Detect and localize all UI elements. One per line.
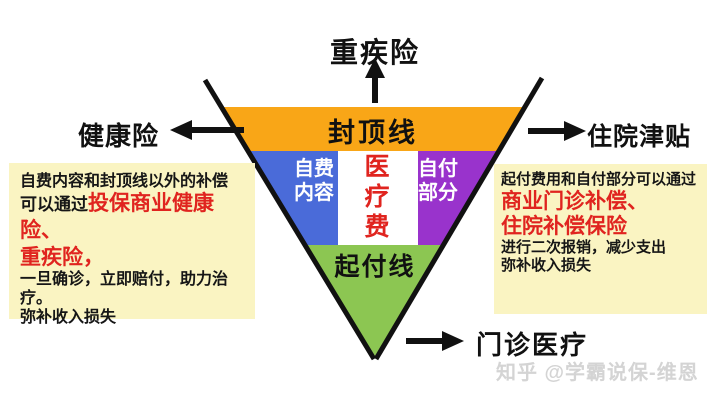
zhihu-watermark: 知乎 @学霸说保-维恩: [496, 362, 699, 384]
cap-line-label: 封顶线: [328, 118, 418, 148]
left-note-line4: 一旦确诊，立即赔付，助力治疗。: [20, 271, 229, 307]
cap-line-band: [221, 107, 525, 151]
right-note-line1: 起付费用和自付部分可以通过: [501, 171, 697, 188]
medical-fee-label: 医疗费: [364, 153, 390, 241]
right-note-line4: 进行二次报销，减少支出: [501, 239, 667, 256]
left-note-line2-red: 投保商业健康险、: [20, 192, 214, 242]
left-arrow-icon: [170, 120, 244, 140]
up-arrow-icon: [365, 58, 385, 103]
self-pay-label: 自费内容: [294, 158, 334, 204]
deductible-line-label: 起付线: [334, 253, 416, 281]
bottom-arrow-icon: [406, 331, 464, 351]
left-note-line2: 可以通过投保商业健康险、: [20, 191, 244, 245]
left-note-line5: 弥补收入损失: [20, 309, 117, 326]
right-note-box: 起付费用和自付部分可以通过 商业门诊补偿、 住院补偿保险 进行二次报销，减少支出…: [494, 164, 707, 314]
hospital-allowance-label: 住院津贴: [587, 123, 692, 151]
self-paid-label: 自付部分: [418, 158, 458, 204]
left-note-line1: 自费内容和封顶线以外的补偿: [20, 173, 229, 190]
left-note-box: 自费内容和封顶线以外的补偿 可以通过投保商业健康险、 重疾险， 一旦确诊，立即赔…: [9, 163, 255, 326]
right-note-line2-red: 商业门诊补偿、: [501, 190, 648, 213]
triangle-left-edge: [202, 78, 377, 361]
deductible-band: [305, 245, 443, 356]
self-pay-band: [248, 151, 338, 245]
triangle-right-edge: [373, 76, 545, 361]
right-note-line5: 弥补收入损失: [501, 257, 592, 274]
self-paid-band: [418, 151, 499, 245]
health-insurance-label: 健康险: [78, 121, 160, 151]
outpatient-care-label: 门诊医疗: [476, 330, 589, 360]
critical-illness-label: 重疾险: [329, 37, 420, 68]
left-note-line2-black: 可以通过: [20, 195, 88, 214]
left-note-line3-red: 重疾险，: [20, 246, 104, 269]
right-arrow-icon: [528, 121, 586, 141]
right-note-line3-red: 住院补偿保险: [501, 215, 627, 238]
